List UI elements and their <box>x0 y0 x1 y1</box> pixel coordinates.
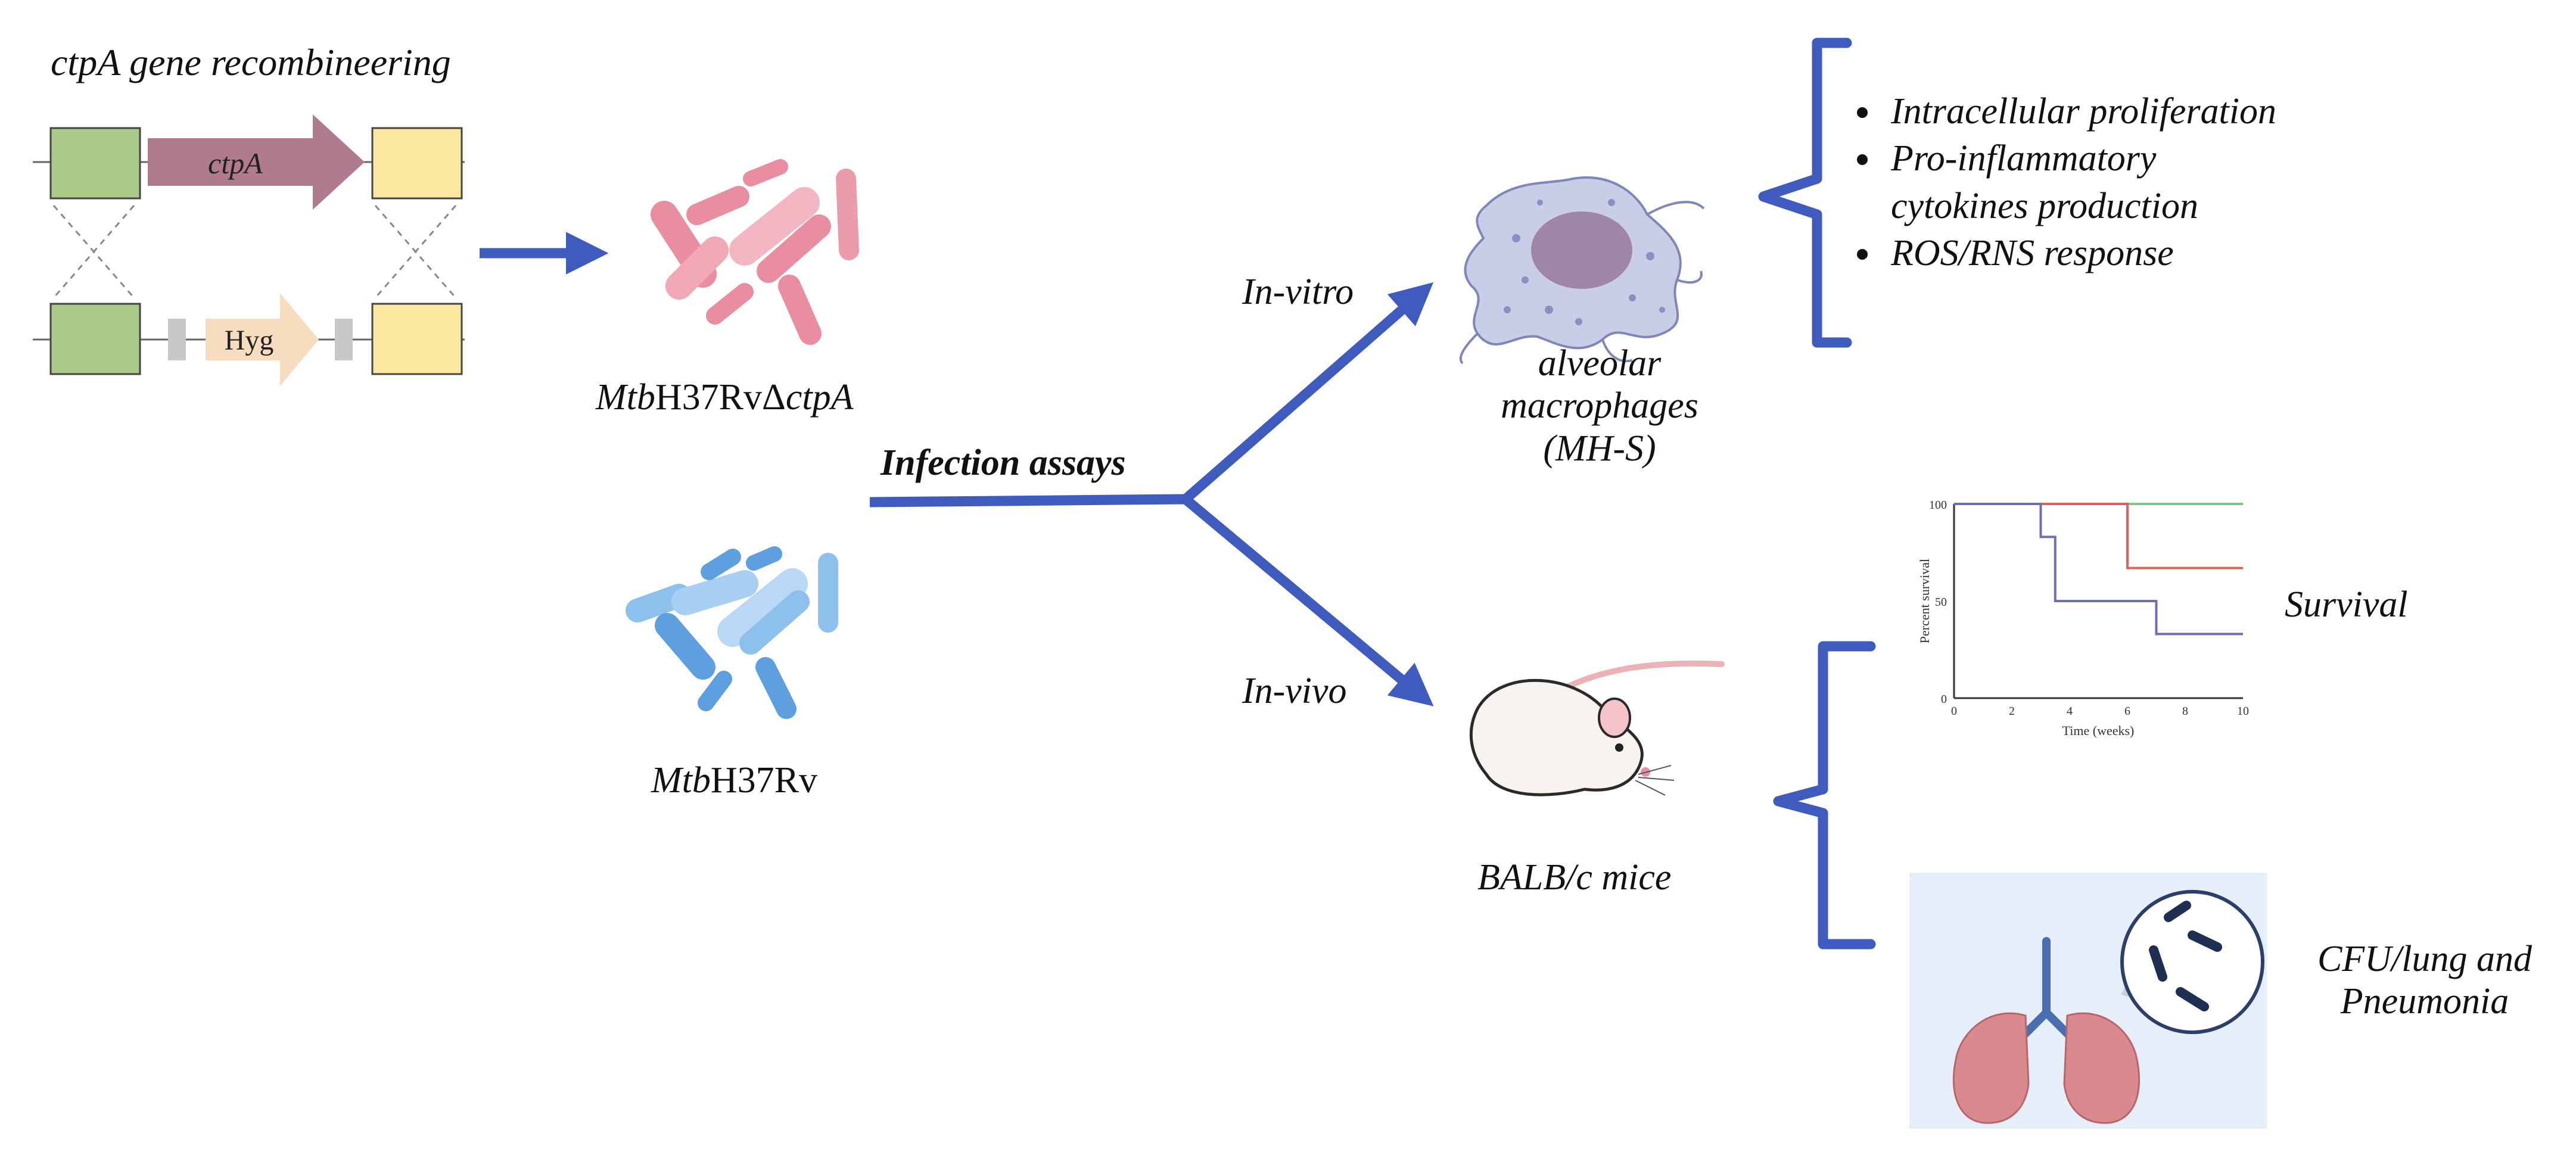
survival-x-tick: 6 <box>2124 705 2130 718</box>
macrophage-label-line: alveolar <box>1538 343 1662 384</box>
readout-line: cytokines production <box>1891 185 2198 226</box>
wildtype-strain-prefix: Mtb <box>651 760 711 801</box>
magnified-bacilli <box>2149 901 2222 1011</box>
macrophage-granules <box>1504 199 1665 325</box>
mutant-bacteria <box>651 159 859 345</box>
bacterium <box>686 186 749 225</box>
macrophage-label-line: macrophages <box>1501 385 1698 426</box>
bacterium <box>665 236 729 300</box>
in-vivo-label: In-vivo <box>1242 671 1347 711</box>
ctpA-gene-arrow <box>148 114 365 210</box>
survival-x-tick: 10 <box>2237 705 2249 718</box>
survival-y-label: Percent survival <box>1917 559 1932 643</box>
left-flank-top <box>49 127 141 200</box>
crossover-lines <box>52 205 457 298</box>
left-lung-icon <box>1952 1012 2030 1124</box>
right-flank-bottom <box>371 303 463 375</box>
macrophage-label-line: (MH-S) <box>1543 428 1656 469</box>
survival-x-tick: 4 <box>2067 705 2073 718</box>
mouse-illustration <box>1469 660 1725 796</box>
macrophage-label: alveolar macrophages (MH-S) <box>1424 343 1775 470</box>
bacterium <box>655 613 715 680</box>
in-vitro-arrow <box>1182 282 1434 503</box>
bacterium <box>743 159 788 186</box>
bacterium <box>698 671 732 711</box>
survival-curve-2 <box>1954 503 2243 569</box>
survival-x-tick: 0 <box>1951 705 1957 718</box>
bacterium <box>717 568 808 647</box>
survival-x-label: Time (weeks) <box>2062 723 2135 738</box>
survival-label: Survival <box>2285 584 2408 625</box>
readout-line: Pro-inflammatory <box>1891 138 2157 179</box>
bacterium <box>739 590 810 655</box>
right-flank-top <box>371 127 463 200</box>
recombineering-title: ctpA gene recombineering <box>51 41 451 83</box>
mice-label: BALB/c mice <box>1477 857 1672 898</box>
left-flank-bottom <box>49 303 141 375</box>
ctpA-gene-label: ctpA <box>208 147 263 180</box>
brackets <box>1758 38 1876 949</box>
hyg-cassette-arrow <box>206 293 319 386</box>
mutant-strain-prefix: Mtb <box>596 377 655 418</box>
infection-assay-stem <box>869 494 1186 508</box>
bacterium <box>671 570 758 615</box>
survival-plot: 0 50 100 0 2 4 6 8 10 Time (weeks) Perce… <box>1917 499 2249 738</box>
in-vivo-bracket <box>1773 641 1876 949</box>
right-lung-icon <box>2063 1012 2141 1124</box>
survival-x-tick: 8 <box>2182 705 2188 718</box>
macrophage-illustration <box>1459 176 1705 365</box>
survival-series-group <box>1954 503 2243 636</box>
infection-assays-label: Infection assays <box>881 443 1126 483</box>
bacterium <box>706 283 754 325</box>
survival-curve-3 <box>1954 503 2243 636</box>
mouse-body <box>1469 678 1644 796</box>
survival-x-tick: 2 <box>2009 705 2015 718</box>
lung-panel <box>1909 873 2267 1129</box>
in-vitro-label: In-vitro <box>1242 272 1354 312</box>
survival-y-tick: 0 <box>1941 693 1947 706</box>
mouse-whiskers <box>1635 765 1675 796</box>
mouse-eye <box>1615 743 1623 752</box>
bacterium <box>778 275 822 345</box>
bacterium <box>757 214 831 283</box>
readout-item: ROS/RNS response <box>1883 230 2276 277</box>
loxp-site-right <box>335 319 353 360</box>
wildtype-strain-name: H37Rv <box>710 760 818 801</box>
bacterium <box>746 546 782 571</box>
wildtype-bacteria <box>626 546 838 719</box>
mutant-strain-label: MtbH37RvΔctpA <box>596 376 854 419</box>
cfu-label-line: CFU/lung and <box>2317 939 2532 979</box>
bacterium <box>729 187 820 266</box>
in-vitro-bracket <box>1758 38 1852 348</box>
mouse-ear <box>1598 698 1631 738</box>
mutant-strain-suffix: ctpA <box>785 377 854 418</box>
wildtype-strain-label: MtbH37Rv <box>651 759 817 802</box>
macrophage-nucleus <box>1531 211 1632 289</box>
macrophage-pseudopods <box>1459 201 1705 365</box>
mutant-strain-name: H37RvΔ <box>655 377 786 418</box>
arrows <box>480 232 1434 706</box>
loxp-site-left <box>168 319 186 360</box>
bacterium <box>836 169 859 260</box>
in-vivo-arrow <box>1182 495 1434 706</box>
survival-y-tick: 50 <box>1935 596 1947 609</box>
readout-item: Intracellular proliferation <box>1883 88 2276 135</box>
in-vitro-readouts: Intracellular proliferation Pro-inflamma… <box>1841 88 2276 277</box>
cfu-label: CFU/lung and Pneumonia <box>2282 938 2568 1023</box>
survival-y-tick: 100 <box>1929 499 1947 512</box>
bacterium <box>701 549 741 580</box>
hyg-cassette-label: Hyg <box>225 325 274 356</box>
bacterium <box>755 657 797 719</box>
readout-item: Pro-inflammatory cytokines production <box>1883 135 2276 230</box>
recombineering-schematic: ctpA Hyg <box>33 114 465 386</box>
magnifier-circle <box>2120 890 2264 1034</box>
cfu-label-line: Pneumonia <box>2340 981 2509 1022</box>
